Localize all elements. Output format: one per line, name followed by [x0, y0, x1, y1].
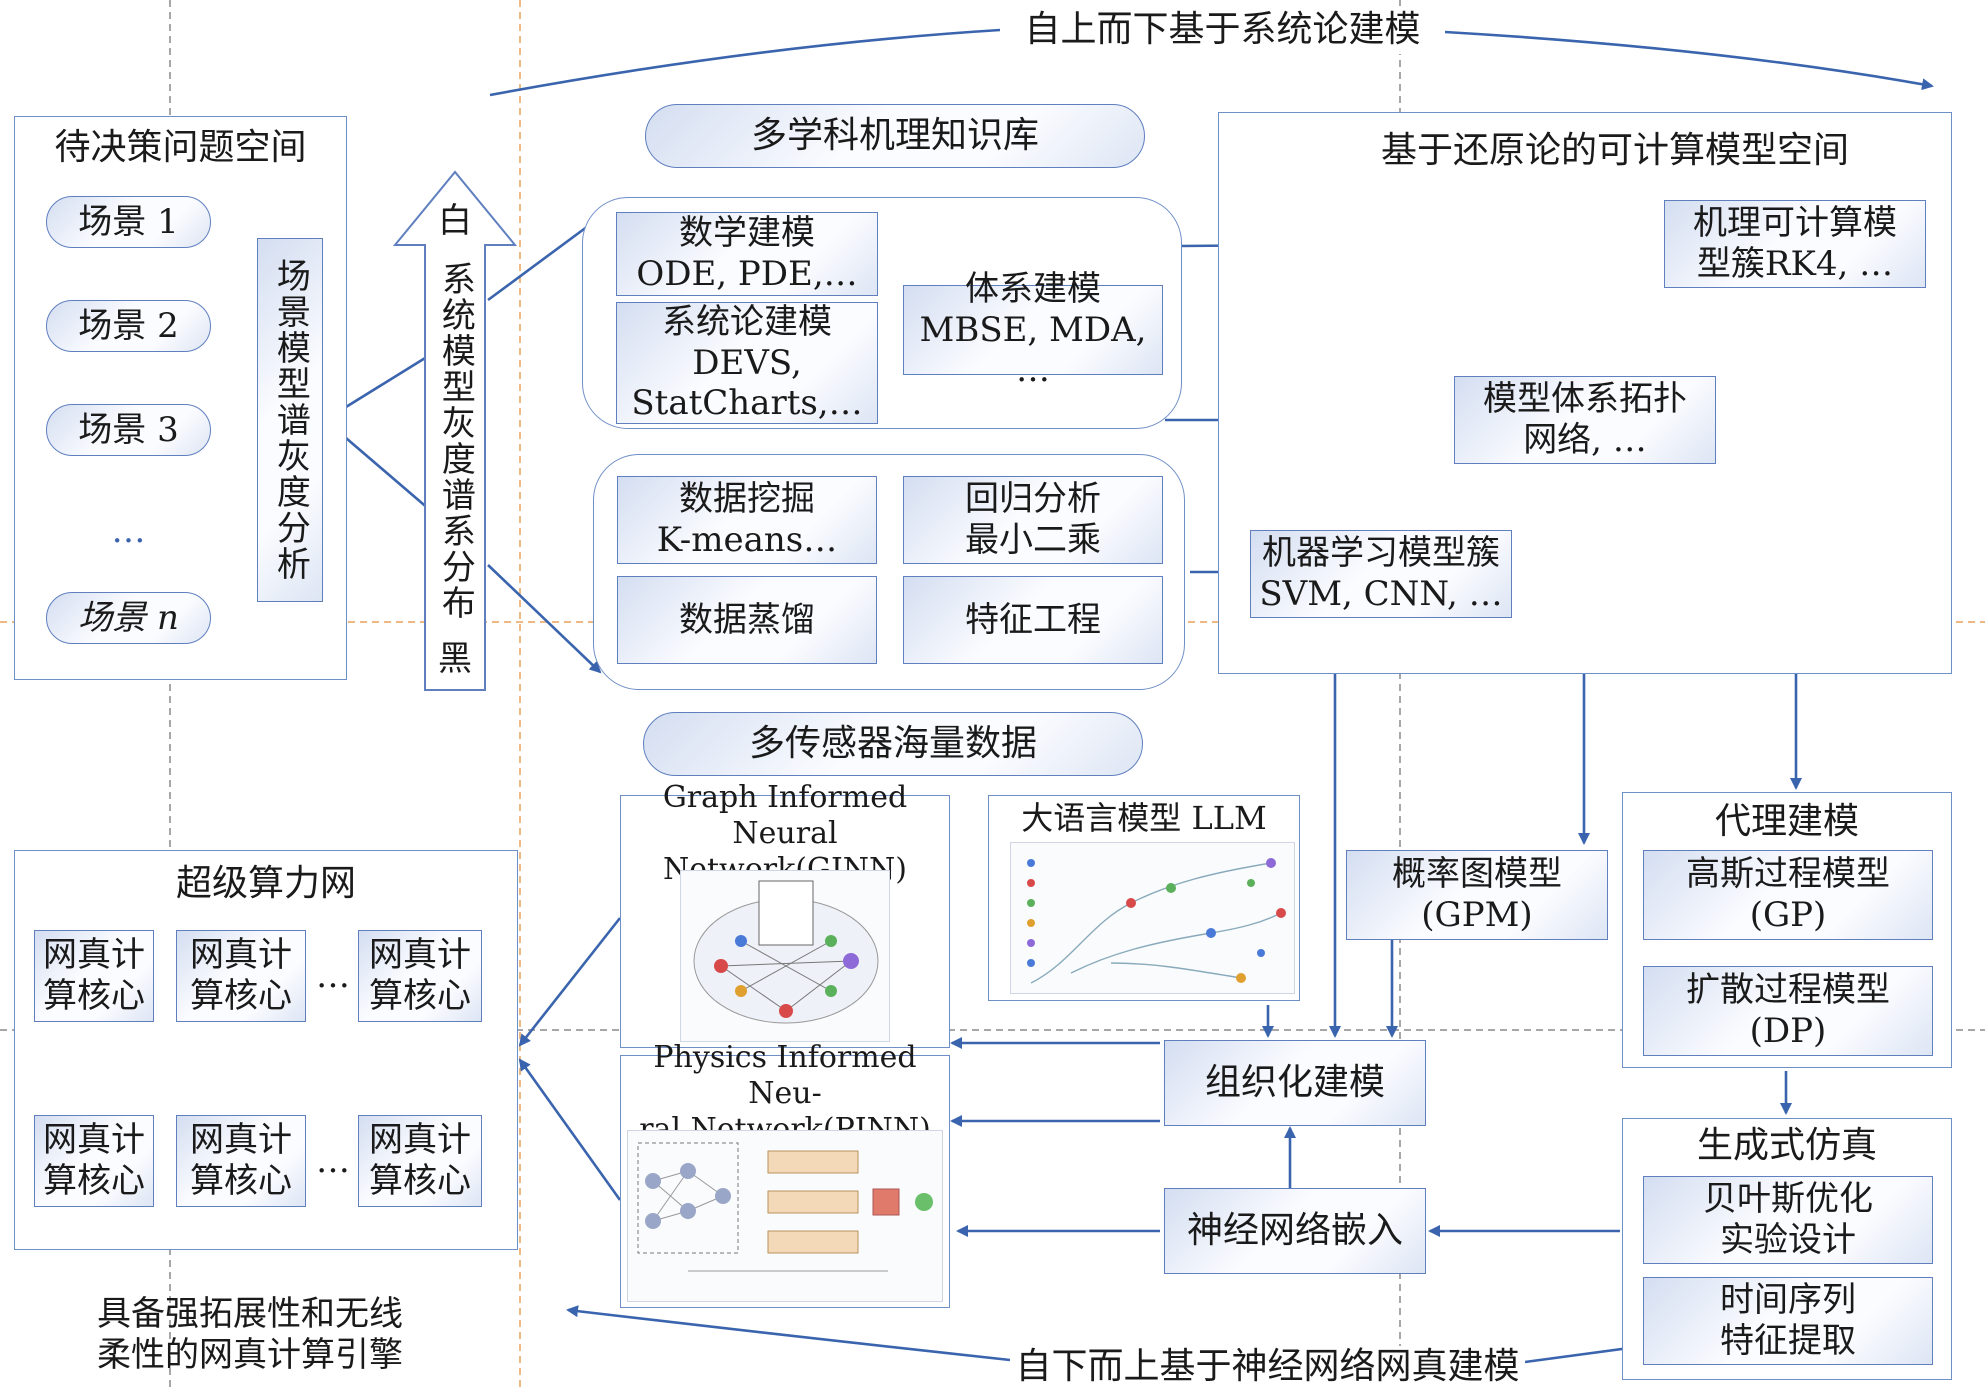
scene-2: 场景 2: [46, 300, 211, 352]
scene-ellipsis: …: [111, 510, 146, 551]
system-modeling-box: 系统论建模 DEVS, StatCharts,…: [616, 302, 878, 424]
surrogate-title: 代理建模: [1714, 801, 1859, 843]
math-modeling-box: 数学建模 ODE, PDE,…: [616, 212, 878, 296]
core-3: 网真计 算核心: [358, 930, 482, 1022]
core-2: 网真计 算核心: [176, 930, 306, 1022]
core-5: 网真计 算核心: [176, 1115, 306, 1207]
pinn-network-icon: [637, 1142, 933, 1272]
llm-evolution-tree-icon: [1027, 858, 1286, 984]
knowledge-base-title: 多学科机理知识库: [645, 104, 1145, 168]
bottom-up-label: 自下而上基于神经网络网真建模: [1010, 1346, 1525, 1388]
core-4: 网真计 算核心: [34, 1115, 154, 1207]
organize-modeling-box: 组织化建模: [1164, 1040, 1426, 1126]
pinn-title: Physics Informed Neu- ral Network(PINN): [639, 1040, 931, 1147]
generative-title: 生成式仿真: [1696, 1125, 1877, 1167]
llm-title: 大语言模型 LLM: [1021, 798, 1267, 837]
architecture-modeling-box: 体系建模 MBSE, MDA, …: [903, 269, 1163, 390]
core-ellipsis-2: …: [316, 1140, 350, 1181]
data-mining-box: 数据挖掘 K-means…: [617, 476, 877, 564]
gray-middle-label: 系统模型灰度谱系分布: [435, 261, 476, 621]
super-net-title: 超级算力网: [175, 863, 356, 905]
llm-tree-image: [1010, 842, 1295, 994]
scene-spectrum-label: 场景模型谱灰度分析: [270, 258, 311, 582]
ginn-title: Graph Informed Neural Network(GINN): [662, 780, 908, 887]
mechanism-model-box: 机理可计算模 型簇RK4, …: [1664, 200, 1926, 288]
topology-model-box: 模型体系拓扑 网络, …: [1454, 376, 1716, 464]
dp-box: 扩散过程模型 (DP): [1643, 966, 1933, 1056]
ginn-graph-icon: [693, 880, 879, 1024]
gray-middle-box: 系统模型灰度谱系分布: [425, 256, 485, 626]
core-1: 网真计 算核心: [34, 930, 154, 1022]
core-ellipsis-1: …: [316, 955, 350, 996]
problem-space-title: 待决策问题空间: [54, 127, 307, 169]
timeseries-box: 时间序列 特征提取: [1643, 1277, 1933, 1365]
top-down-label: 自上而下基于系统论建模: [1000, 6, 1445, 54]
bayes-box: 贝叶斯优化 实验设计: [1643, 1176, 1933, 1264]
gpm-box: 概率图模型 (GPM): [1346, 850, 1608, 940]
scene-n: 场景 n: [46, 592, 211, 644]
ginn-diagram-image: [680, 870, 890, 1042]
scene-spectrum-box: 场景模型谱灰度分析: [257, 238, 323, 602]
nn-embedding-box: 神经网络嵌入: [1164, 1188, 1426, 1274]
ml-model-box: 机器学习模型簇 SVM, CNN, …: [1250, 530, 1512, 618]
scene-3: 场景 3: [46, 404, 211, 456]
engine-label: 具备强拓展性和无线 柔性的网真计算引擎: [97, 1294, 403, 1375]
core-6: 网真计 算核心: [358, 1115, 482, 1207]
data-distill-box: 数据蒸馏: [617, 576, 877, 664]
scene-1: 场景 1: [46, 196, 211, 248]
gray-bottom-black: 黑: [438, 638, 472, 679]
model-space-title: 基于还原论的可计算模型空间: [1380, 130, 1849, 172]
regression-box: 回归分析 最小二乘: [903, 476, 1163, 564]
gp-box: 高斯过程模型 (GP): [1643, 850, 1933, 940]
gray-spectrum-arrow-shape: [392, 170, 518, 691]
feature-engineering-box: 特征工程: [903, 576, 1163, 664]
sensor-data-title: 多传感器海量数据: [643, 712, 1143, 776]
pinn-diagram-image: [627, 1130, 943, 1302]
gray-top-white: 白: [438, 200, 472, 241]
